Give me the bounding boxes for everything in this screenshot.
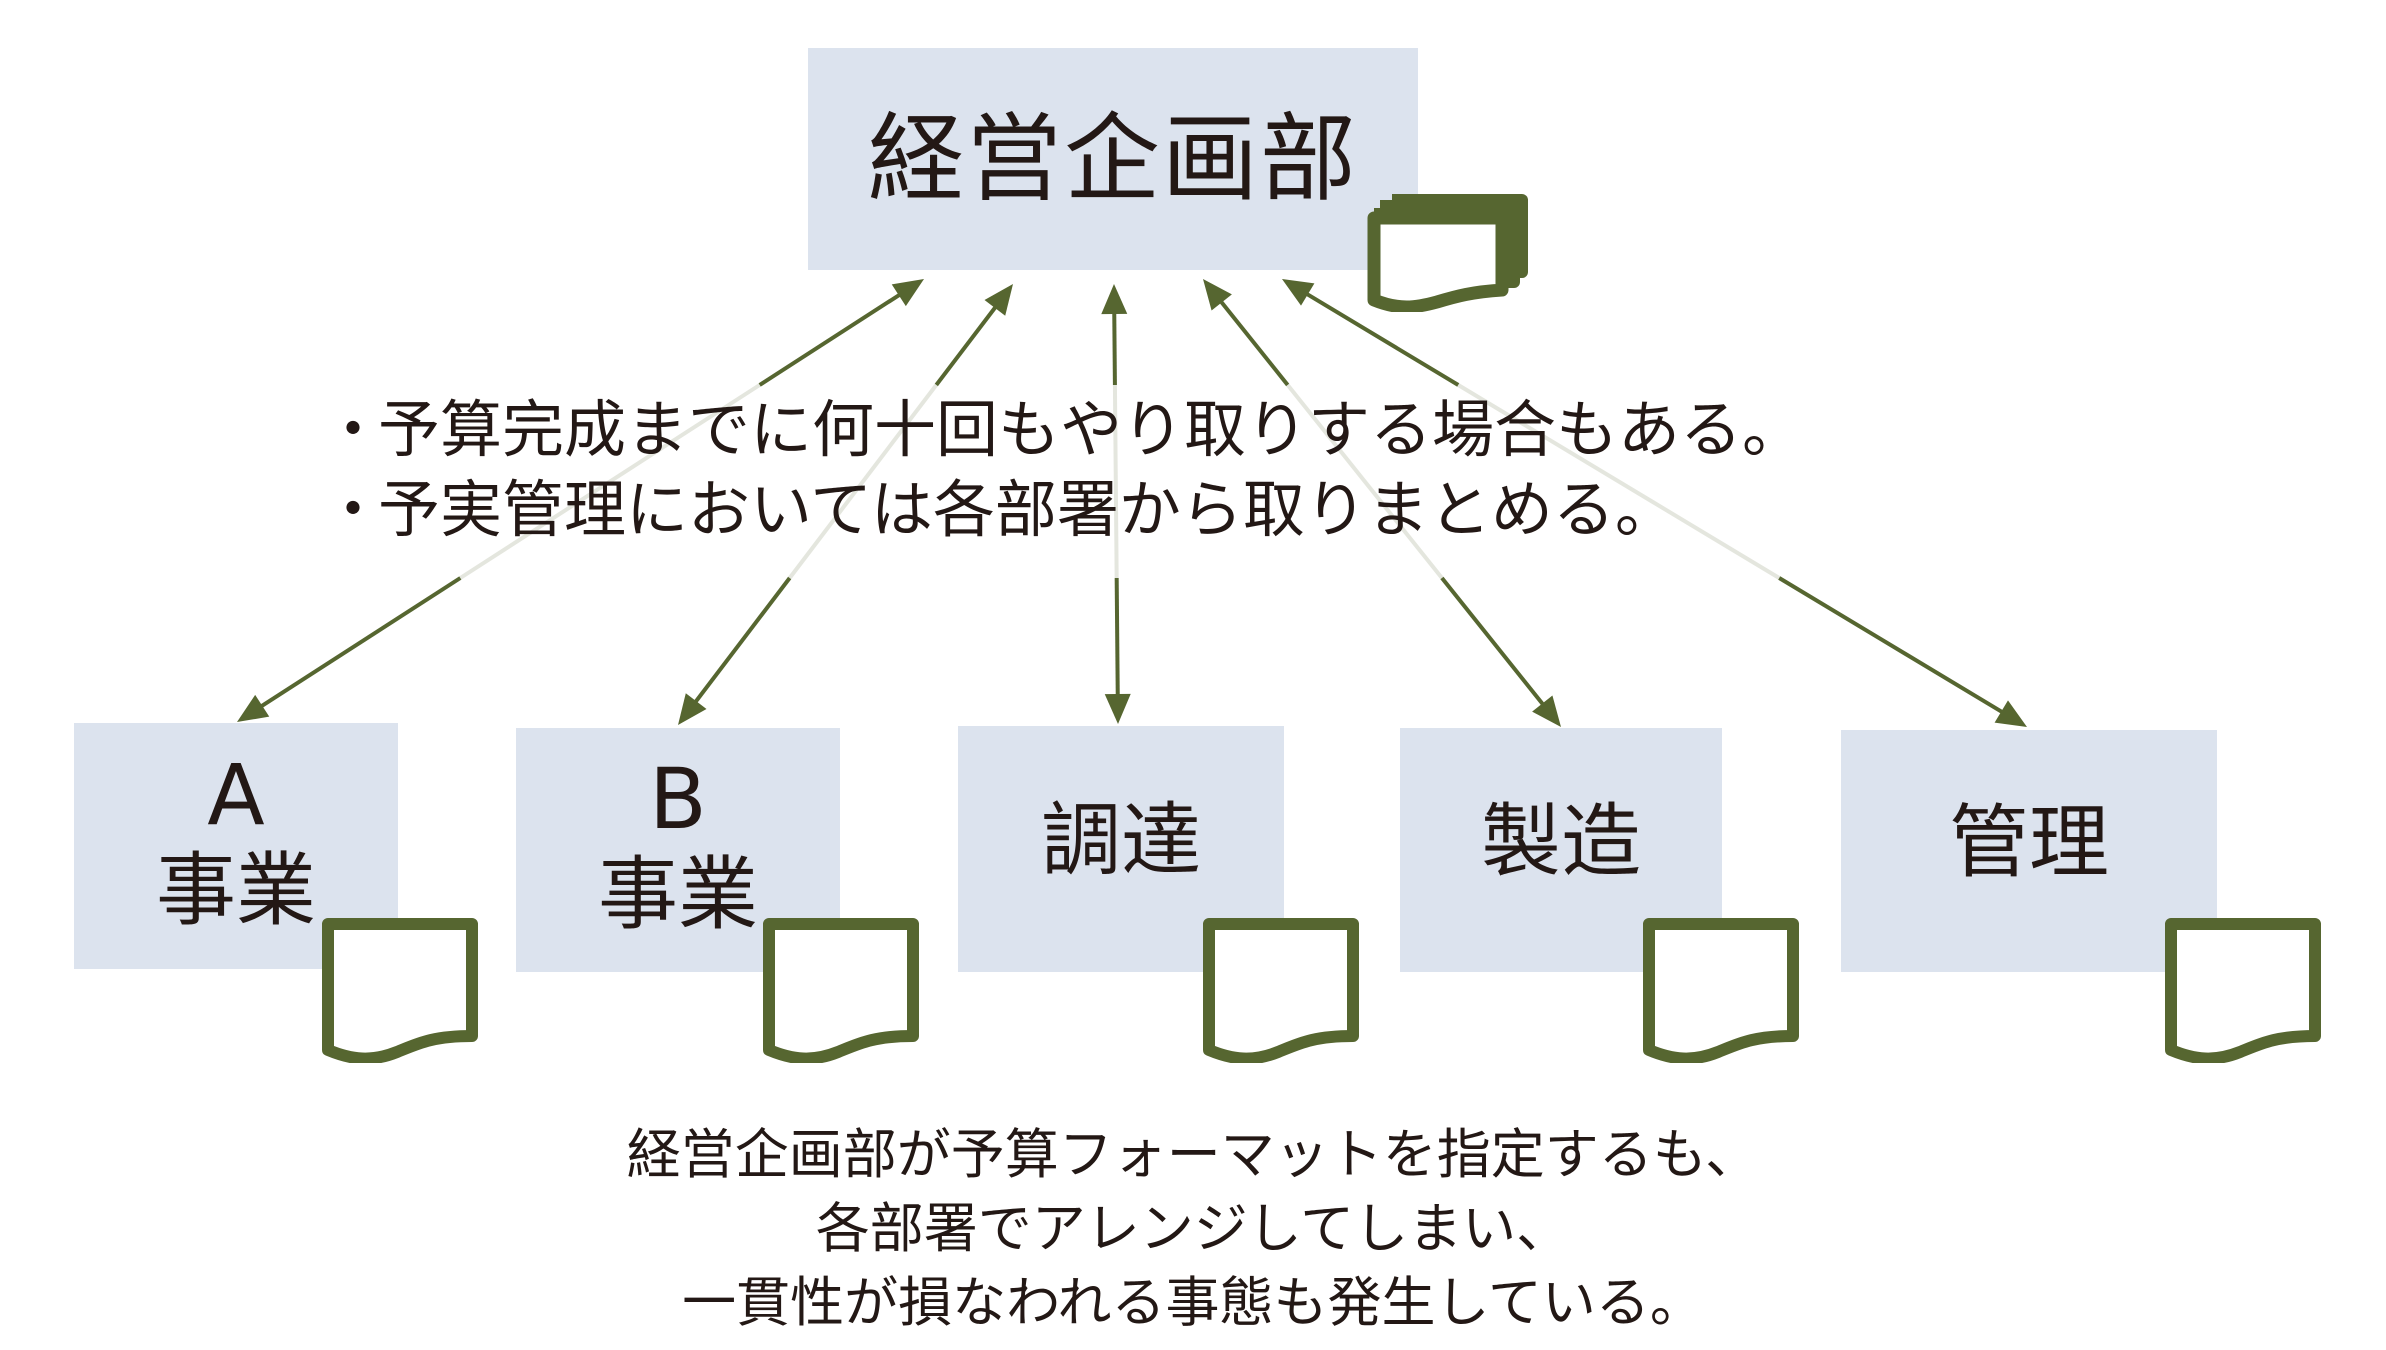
hq-label: 経営企画部 — [868, 102, 1358, 215]
document-icon — [322, 918, 478, 1063]
connector-line — [1778, 576, 2005, 715]
connector-line-faded — [1457, 383, 1781, 580]
connector-line — [692, 576, 792, 705]
notes-block: ・予算完成までに何十回もやり取りする場合もある。 ・予実管理においては各部署から… — [322, 390, 1962, 580]
arrowhead-up-icon — [1101, 284, 1128, 315]
connector-line — [1304, 291, 1460, 387]
department-label: 製造 — [1481, 795, 1641, 888]
department-box-a-business: A 事業 — [74, 723, 398, 969]
arrowhead-down-icon — [1532, 695, 1561, 727]
caption-line: 経営企画部が予算フォーマットを指定するも、 — [626, 1123, 1760, 1186]
arrowhead-down-icon — [1994, 700, 2027, 727]
arrowhead-down-icon — [1104, 693, 1131, 724]
note-text: 予実管理においては各部署から取りまとめる。 — [378, 473, 1677, 546]
caption-line: 一貫性が損なわれる事態も発生している。 — [682, 1271, 1704, 1334]
hq-box: 経営企画部 — [808, 48, 1418, 270]
arrowhead-down-icon — [237, 694, 270, 722]
arrowhead-up-icon — [891, 279, 924, 307]
department-label: 調達 — [1041, 794, 1201, 887]
caption: 経営企画部が予算フォーマットを指定するも、 各部署でアレンジしてしまい、 一貫性… — [0, 1118, 2386, 1340]
department-label: 事業 — [598, 848, 758, 941]
caption-line: 各部署でアレンジしてしまい、 — [815, 1197, 1571, 1260]
connector-line-faded — [788, 383, 938, 580]
arrowhead-up-icon — [1282, 279, 1315, 306]
arrowhead-up-icon — [984, 284, 1013, 316]
department-box-administration: 管理 — [1841, 730, 2217, 972]
connector-line-faded — [1286, 383, 1444, 580]
document-icon — [2165, 918, 2321, 1063]
department-label-top: A — [207, 746, 265, 844]
note-item: ・予算完成までに何十回もやり取りする場合もある。 — [322, 390, 1962, 470]
connector-line — [1440, 576, 1546, 708]
connector-line — [934, 304, 999, 387]
note-text: 予算完成までに何十回もやり取りする場合もある。 — [378, 393, 1805, 466]
connector-line — [258, 576, 462, 710]
document-stack-icon — [1367, 194, 1528, 312]
bullet-dot: ・ — [322, 393, 385, 466]
document-icon — [1203, 918, 1359, 1063]
connector-line-faded — [459, 383, 761, 580]
document-icon — [763, 918, 919, 1063]
note-item: ・予実管理においては各部署から取りまとめる。 — [322, 470, 1962, 550]
department-label: 管理 — [1949, 796, 2109, 889]
document-icon — [1643, 918, 1799, 1063]
connector-line — [1218, 298, 1290, 387]
connector-line — [1112, 310, 1117, 386]
connector-line — [758, 291, 903, 387]
department-label: 事業 — [156, 844, 316, 937]
connector-line — [1114, 577, 1120, 698]
arrowhead-up-icon — [1203, 279, 1232, 311]
arrowhead-down-icon — [678, 693, 707, 725]
department-label-top: B — [649, 750, 707, 848]
connector-line-faded — [1112, 384, 1119, 579]
bullet-dot: ・ — [322, 473, 385, 546]
